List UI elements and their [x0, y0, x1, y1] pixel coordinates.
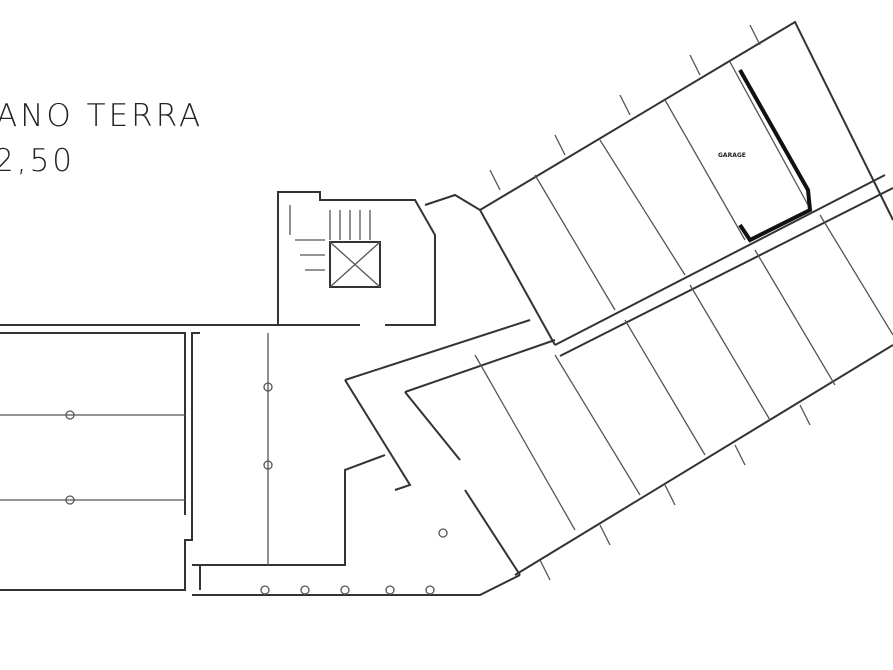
elevation-label: 2,50 [0, 143, 76, 179]
garage-label: GARAGE [718, 152, 746, 159]
left-wing-walls [0, 324, 521, 596]
stair-core [277, 191, 436, 326]
dimension-ticks [489, 24, 811, 581]
angled-wing-walls [344, 20, 893, 576]
highlighted-garage: GARAGE [718, 69, 813, 243]
floor-label: ANO TERRA [0, 98, 204, 134]
column-markers [65, 382, 448, 595]
garage-dividers [474, 61, 893, 531]
